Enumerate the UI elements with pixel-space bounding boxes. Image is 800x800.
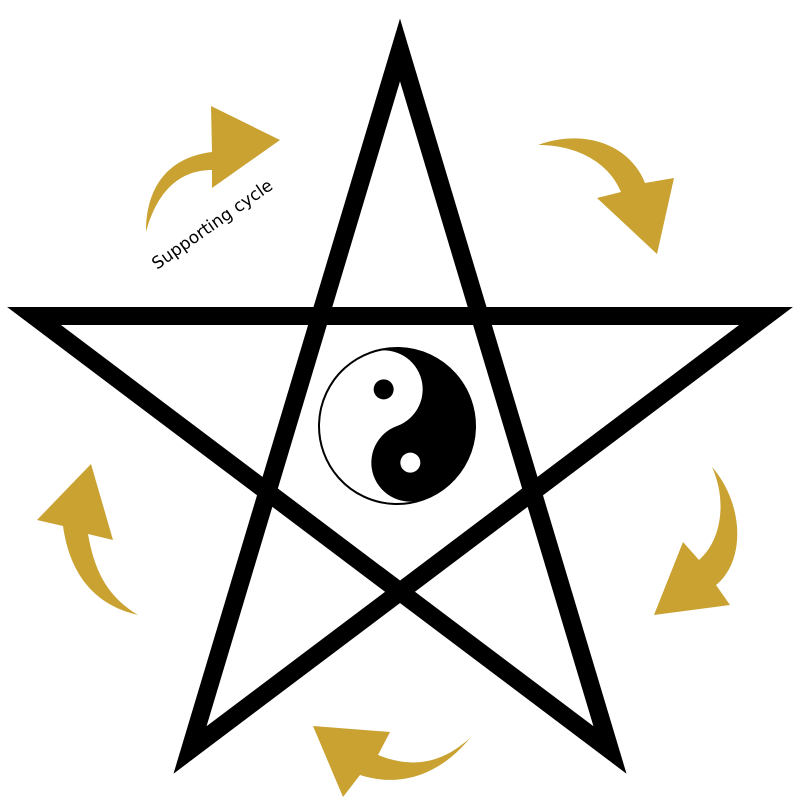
supporting-cycle-label: Supporting cycle (148, 176, 276, 274)
arrow-top-right-icon (538, 138, 674, 254)
arrow-bottom-icon (313, 726, 470, 797)
pentagram-star (7, 18, 793, 774)
arrow-right-icon (654, 467, 738, 615)
yin-yang-icon (318, 347, 476, 505)
arrow-left-icon (37, 464, 138, 615)
arrow-top-left-icon (146, 106, 280, 232)
